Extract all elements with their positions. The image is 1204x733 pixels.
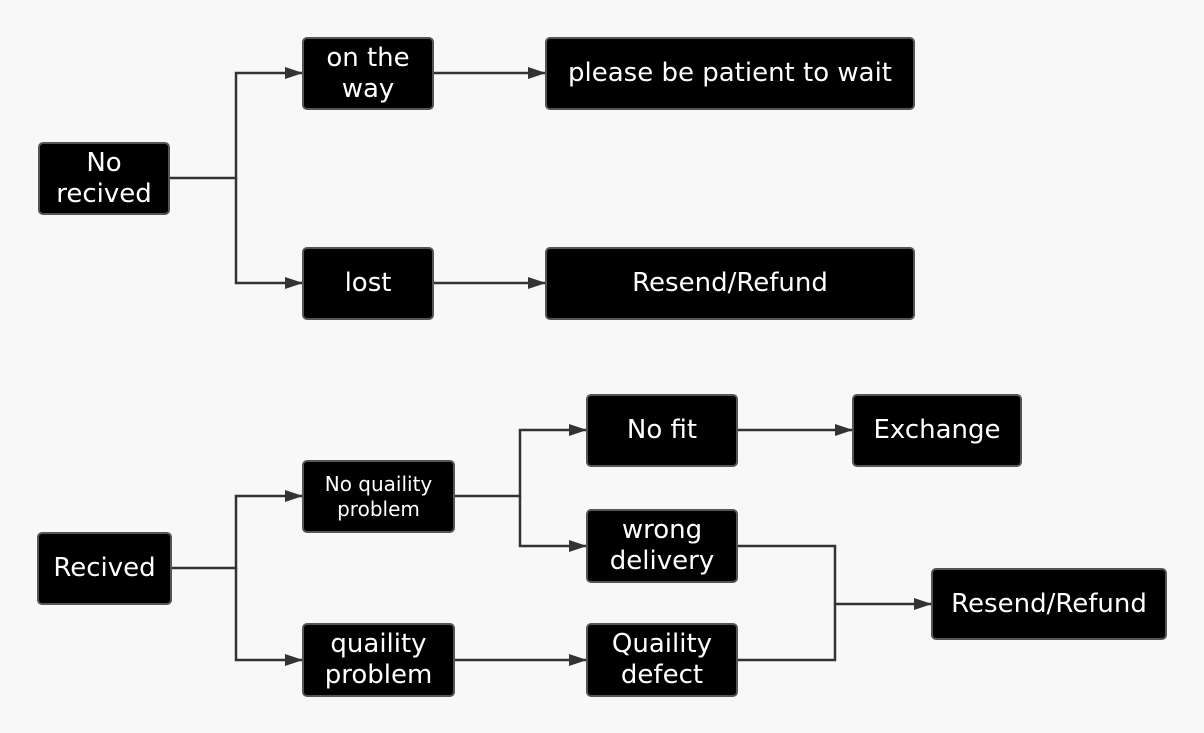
node-quality-problem: quaility problem [302, 623, 455, 697]
node-no-quality-problem-label: No quaility problem [324, 471, 433, 521]
node-received-label: Recived [53, 553, 156, 584]
node-please-wait: please be patient to wait [545, 37, 915, 110]
node-exchange: Exchange [852, 394, 1022, 467]
edge-no-received-to-on-the-way [170, 67, 303, 180]
node-resend-refund-top-label: Resend/Refund [632, 268, 828, 299]
node-lost: lost [302, 247, 434, 320]
node-resend-refund-bottom: Resend/Refund [931, 568, 1167, 640]
node-quality-defect: Quaility defect [586, 623, 738, 697]
node-no-received-label: No recived [56, 147, 152, 209]
node-lost-label: lost [344, 268, 392, 299]
node-quality-problem-label: quaility problem [324, 629, 433, 690]
node-no-received: No recived [38, 142, 170, 215]
node-exchange-label: Exchange [873, 415, 1001, 446]
edge-wrong-delivery-to-resend-refund [738, 544, 932, 610]
node-quality-defect-label: Quaility defect [611, 629, 713, 690]
edge-quality-defect-to-resend-refund [738, 604, 837, 662]
node-resend-refund-top: Resend/Refund [545, 247, 915, 320]
node-wrong-delivery: wrong delivery [586, 509, 738, 583]
node-on-the-way-label: on the way [326, 42, 410, 104]
node-no-fit-label: No fit [626, 415, 698, 446]
edge-received-to-quality-problem [234, 568, 303, 666]
edge-no-quality-problem-to-wrong-delivery [518, 496, 587, 552]
node-no-fit: No fit [586, 394, 738, 467]
edge-received-to-no-quality-problem [172, 490, 303, 570]
node-please-wait-label: please be patient to wait [568, 58, 892, 89]
node-no-quality-problem: No quaility problem [302, 460, 455, 533]
edge-no-quality-problem-to-no-fit [455, 424, 587, 498]
node-resend-refund-bottom-label: Resend/Refund [951, 588, 1147, 619]
node-on-the-way: on the way [302, 37, 434, 110]
node-wrong-delivery-label: wrong delivery [609, 515, 715, 576]
node-received: Recived [37, 532, 172, 605]
edge-no-received-to-lost [234, 178, 303, 289]
